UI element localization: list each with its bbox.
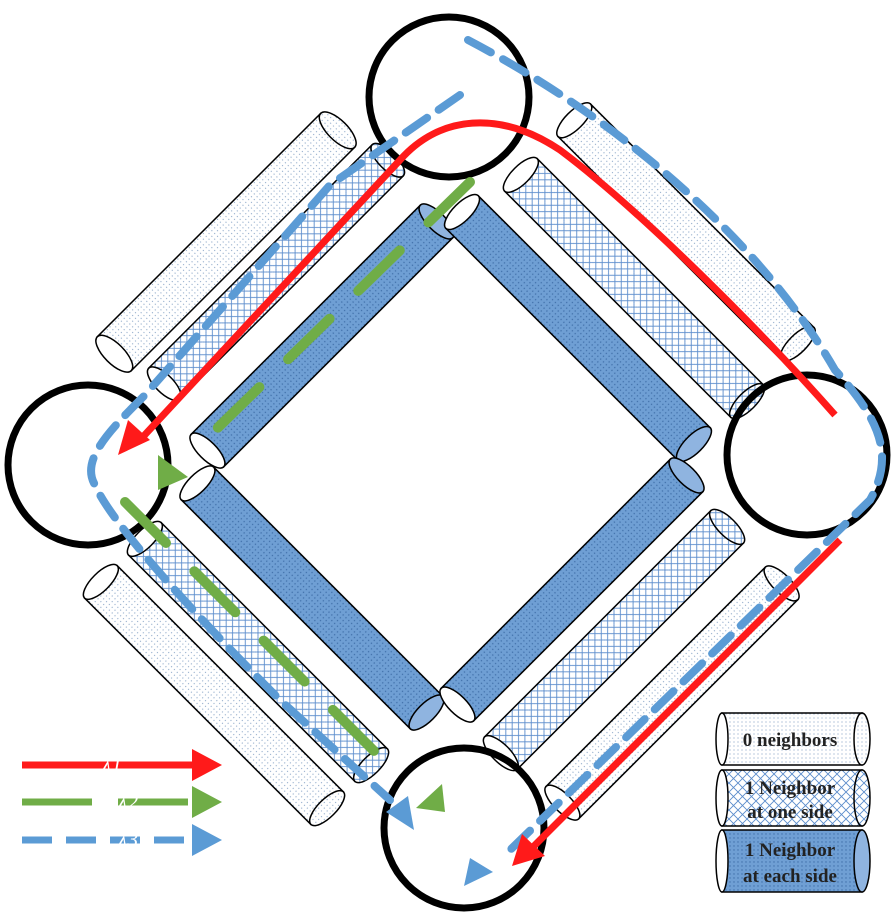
fiber-type-legend: 0 neighbors 1 Neighbor at one side 1 Nei… xyxy=(715,712,871,893)
fiber-inner-bottom-right xyxy=(439,457,705,723)
legend-lambda1-label: λ1 xyxy=(101,752,123,777)
legend-fiber-each-side-line1: 1 Neighbor xyxy=(745,840,836,861)
lambda2-arrowhead-bottom xyxy=(416,784,445,812)
legend-fiber-zero-neighbors: 0 neighbors xyxy=(715,712,871,766)
legend-lambda3: λ3 xyxy=(22,824,222,856)
lambda1-arrowhead-left xyxy=(118,420,150,455)
legend-fiber-one-side-line1: 1 Neighbor xyxy=(745,778,836,799)
legend-fiber-zero-label: 0 neighbors xyxy=(743,730,838,751)
legend-lambda2: λ2 xyxy=(22,786,222,818)
fiber-inner-top-right xyxy=(443,193,713,463)
bottom-node xyxy=(380,744,548,912)
legend-fiber-each-side-line2: at each side xyxy=(743,866,837,887)
legend-lambda1: λ1 xyxy=(22,749,222,781)
lambda3-arrowhead-bottom xyxy=(464,858,493,886)
lambda3-path xyxy=(87,36,887,886)
lambda2-path xyxy=(120,177,475,812)
legend-lambda3-label: λ3 xyxy=(117,827,139,852)
fiber-outer-bottom-left xyxy=(82,563,346,827)
lambda1-path xyxy=(118,119,843,866)
lambda1-arrowhead-bottom xyxy=(512,834,545,866)
legend-fiber-each-side: 1 Neighbor at each side xyxy=(715,829,871,893)
wavelength-legend: λ1 λ2 λ3 xyxy=(22,749,222,856)
fiber-inner-bottom-left xyxy=(179,465,445,731)
fiber-outer-top-left xyxy=(95,111,357,373)
legend-fiber-one-side-line2: at one side xyxy=(747,802,833,823)
top-node xyxy=(365,13,533,181)
lambda2-arrowhead-left xyxy=(158,455,188,490)
lambda3-arrowhead-bottom-left xyxy=(386,796,414,830)
legend-lambda2-label: λ2 xyxy=(117,789,139,814)
right-node xyxy=(723,371,891,539)
legend-fiber-one-side: 1 Neighbor at one side xyxy=(715,769,871,827)
